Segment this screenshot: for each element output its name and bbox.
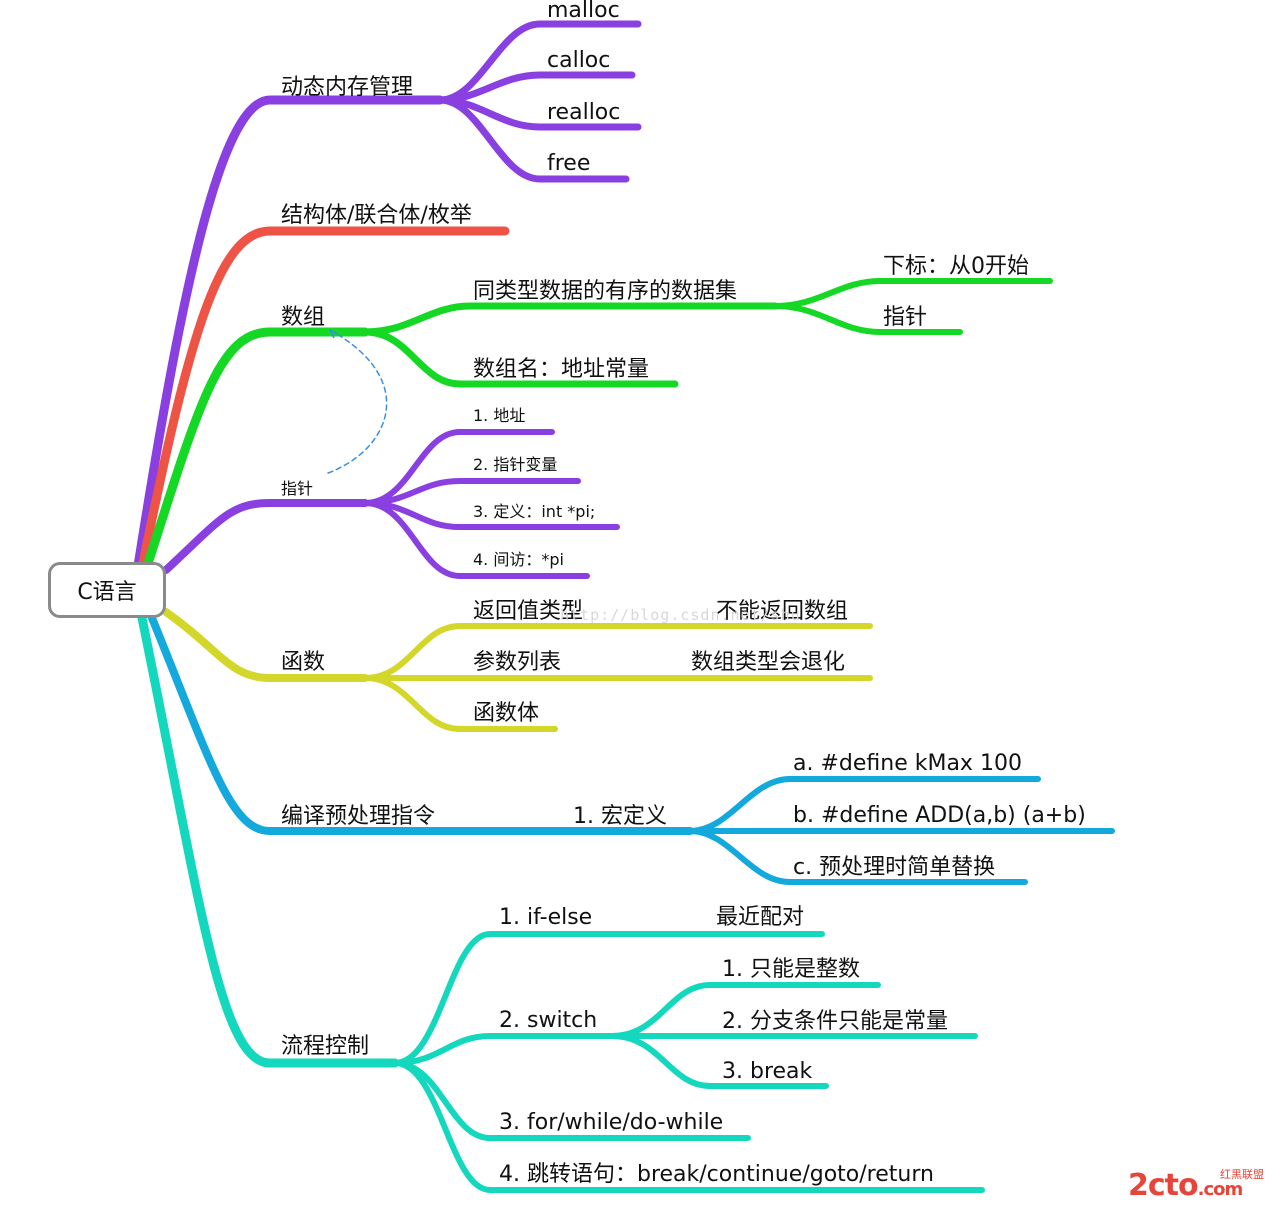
edge-root-struct [137,226,510,573]
node-malloc[interactable]: malloc [547,0,620,23]
node-pointer-2[interactable]: 2. 指针变量 [473,455,557,474]
node-pointer-1[interactable]: 1. 地址 [473,406,525,425]
edge-root-array [141,327,370,575]
edge-root-flow [137,613,400,1068]
edge-set-pointer [772,303,963,335]
node-array-pointer[interactable]: 指针 [883,305,927,330]
node-flow-loops[interactable]: 3. for/while/do-while [499,1110,723,1135]
watermark-url: http://blog.csdn.net/shu [560,606,801,624]
node-array-index[interactable]: 下标：从0开始 [883,254,1029,279]
node-function-return[interactable]: 返回值类型 [473,599,583,624]
node-preprocess[interactable]: 编译预处理指令 [281,804,435,829]
node-function-body[interactable]: 函数体 [473,701,539,726]
node-flow[interactable]: 流程控制 [281,1034,369,1059]
edge-array-set [361,302,779,336]
node-macro-c[interactable]: c. 预处理时简单替换 [793,855,995,880]
edge-flow-jumps [392,1060,985,1193]
node-memory[interactable]: 动态内存管理 [281,75,413,100]
note-flow-ifelse[interactable]: 最近配对 [716,905,804,930]
node-switch-1[interactable]: 1. 只能是整数 [722,957,860,982]
edge-flow-switch [392,1033,615,1066]
node-pointer-4[interactable]: 4. 间访：*pi [473,550,564,569]
relation-arrowhead [329,329,339,339]
logo-text: 2cto.com [1128,1168,1243,1203]
edge-set-index [772,278,1053,309]
node-calloc[interactable]: calloc [547,48,610,73]
root-label: C语言 [77,580,137,605]
note-function-return[interactable]: 不能返回数组 [716,599,848,624]
node-function-params[interactable]: 参数列表 [473,650,561,675]
node-struct[interactable]: 结构体/联合体/枚举 [281,203,472,228]
node-switch-3[interactable]: 3. break [722,1059,813,1084]
edge-root-pointer [162,499,369,574]
node-realloc[interactable]: realloc [547,100,620,125]
edge-flow-ifelse [392,931,825,1066]
node-macro-a[interactable]: a. #define kMax 100 [793,751,1022,776]
note-function-params[interactable]: 数组类型会退化 [691,650,845,675]
node-flow-ifelse[interactable]: 1. if-else [499,905,592,930]
node-array-set[interactable]: 同类型数据的有序的数据集 [473,279,737,304]
logo-subtext: 红黑联盟 [1220,1168,1264,1181]
relation-pointer-array [327,329,388,474]
edge-root-preprocess [148,614,694,835]
node-array-name[interactable]: 数组名：地址常量 [473,357,649,382]
edge-switch-3 [609,1033,829,1089]
node-pointer[interactable]: 指针 [281,479,313,498]
node-array[interactable]: 数组 [281,305,325,330]
edge-memory-free [436,96,630,183]
root-node[interactable]: C语言 [48,562,166,618]
edge-function-body [362,675,558,732]
edge-array-name [361,328,679,388]
edge-macro-c [687,828,1028,885]
edge-root-function [162,608,369,682]
node-macro-b[interactable]: b. #define ADD(a,b) (a+b) [793,803,1086,828]
node-macro[interactable]: 1. 宏定义 [573,804,667,829]
node-switch-2[interactable]: 2. 分支条件只能是常量 [722,1009,948,1034]
site-logo: 2cto.com 红黑联盟 [1128,1166,1264,1206]
edge-root-memory [133,95,445,571]
node-free[interactable]: free [547,151,590,176]
node-flow-switch[interactable]: 2. switch [499,1008,597,1033]
node-function[interactable]: 函数 [281,650,325,675]
node-pointer-3[interactable]: 3. 定义：int *pi; [473,502,595,521]
edge-pointer-4 [362,500,590,579]
node-flow-jumps[interactable]: 4. 跳转语句：break/continue/goto/return [499,1162,934,1187]
